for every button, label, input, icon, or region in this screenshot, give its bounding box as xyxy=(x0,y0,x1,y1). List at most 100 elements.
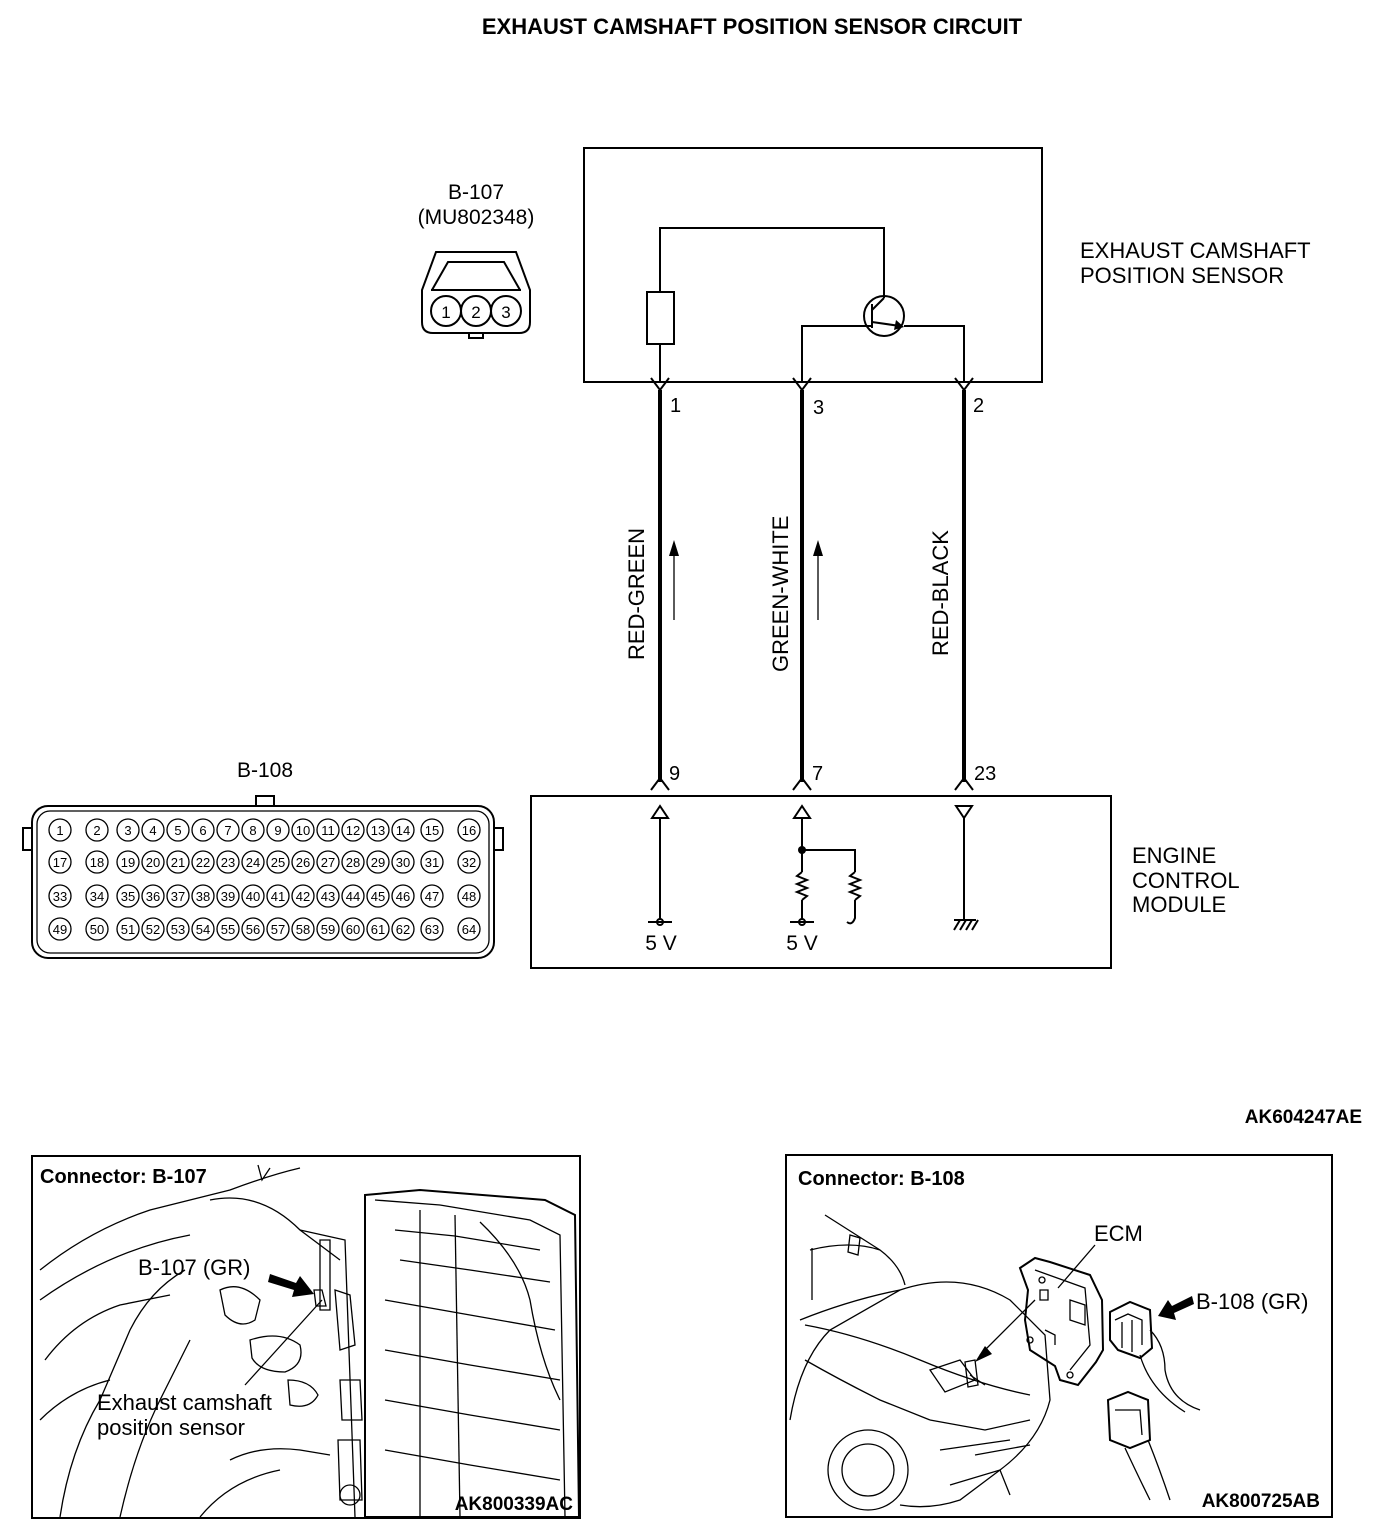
b108-pin-circle xyxy=(241,818,265,842)
sensor-label-line1: EXHAUST CAMSHAFT xyxy=(1080,238,1311,263)
b108-pin-16: 16 xyxy=(462,823,476,838)
b108-pin-circle xyxy=(457,850,481,874)
ecm-box xyxy=(530,795,1112,969)
wire-color-3: RED-BLACK xyxy=(928,530,953,656)
b108-pin-circle xyxy=(216,818,240,842)
sensor-pin-2: 2 xyxy=(973,395,984,417)
b108-pin-circle xyxy=(291,884,315,908)
b108-pin-circle xyxy=(341,917,365,941)
b108-pin-circle xyxy=(191,850,215,874)
b108-pin-7: 7 xyxy=(224,823,231,838)
b108-pin-32: 32 xyxy=(462,855,476,870)
panel-b108-ecm-label: ECM xyxy=(1094,1221,1143,1246)
b108-pin-45: 45 xyxy=(371,889,385,904)
b108-pin-circle xyxy=(391,917,415,941)
b108-pin-4: 4 xyxy=(149,823,156,838)
b108-pin-circle xyxy=(366,917,390,941)
panel-b107-sensor-line2: position sensor xyxy=(97,1415,245,1440)
b108-pin-27: 27 xyxy=(321,855,335,870)
panel-b108-title: Connector: B-108 xyxy=(798,1168,965,1190)
wire-harness xyxy=(650,377,974,791)
b108-pin-circle xyxy=(366,884,390,908)
ecm-pin-23: 23 xyxy=(974,763,996,785)
b108-pin-11: 11 xyxy=(321,823,335,838)
b108-pin-53: 53 xyxy=(171,922,185,937)
b108-pin-54: 54 xyxy=(196,922,210,937)
b108-pin-circle xyxy=(316,818,340,842)
b108-pin-circle xyxy=(48,850,72,874)
b108-pin-circle xyxy=(266,850,290,874)
b108-pin-circle xyxy=(316,884,340,908)
sensor-pin-1: 1 xyxy=(670,395,681,417)
b108-pin-circle xyxy=(241,884,265,908)
b108-pin-40: 40 xyxy=(246,889,260,904)
b108-pin-8: 8 xyxy=(249,823,256,838)
b108-pin-circle xyxy=(116,884,140,908)
b108-pin-55: 55 xyxy=(221,922,235,937)
b108-pin-circle xyxy=(85,917,109,941)
b108-pin-circle xyxy=(266,884,290,908)
b108-pin-circle xyxy=(457,917,481,941)
b108-pin-3: 3 xyxy=(124,823,131,838)
b108-pin-circle xyxy=(291,818,315,842)
b108-pin-12: 12 xyxy=(346,823,360,838)
b108-pin-14: 14 xyxy=(396,823,410,838)
b108-pin-19: 19 xyxy=(121,855,135,870)
ecm-pin-9: 9 xyxy=(669,763,680,785)
panel-b107-callout: B-107 (GR) xyxy=(138,1255,250,1280)
b108-pin-10: 10 xyxy=(296,823,310,838)
b108-pin-circle xyxy=(420,850,444,874)
b108-pin-circle xyxy=(166,850,190,874)
b108-pin-36: 36 xyxy=(146,889,160,904)
b107-pin-1: 1 xyxy=(441,303,450,322)
b108-pin-31: 31 xyxy=(425,855,439,870)
b108-pin-13: 13 xyxy=(371,823,385,838)
b108-pin-47: 47 xyxy=(425,889,439,904)
ecm-label-line3: MODULE xyxy=(1132,892,1226,917)
b108-pin-38: 38 xyxy=(196,889,210,904)
b108-pin-34: 34 xyxy=(90,889,104,904)
ecm-label-line1: ENGINE xyxy=(1132,843,1216,868)
b108-pin-circle xyxy=(166,884,190,908)
b107-pin-2: 2 xyxy=(471,303,480,322)
b108-pin-circle xyxy=(266,917,290,941)
b108-pin-circle xyxy=(241,850,265,874)
b108-pin-20: 20 xyxy=(146,855,160,870)
b108-pin-circle xyxy=(48,884,72,908)
b108-pin-circle xyxy=(457,884,481,908)
b108-pin-circle xyxy=(316,917,340,941)
b108-pin-49: 49 xyxy=(53,922,67,937)
b108-pin-30: 30 xyxy=(396,855,410,870)
b108-pin-46: 46 xyxy=(396,889,410,904)
b108-pin-circle xyxy=(166,917,190,941)
ecm-pin-7: 7 xyxy=(812,763,823,785)
b108-pin-43: 43 xyxy=(321,889,335,904)
b108-pin-circle xyxy=(216,917,240,941)
engine-bay-illustration xyxy=(39,1164,579,1517)
b108-pin-circle xyxy=(391,884,415,908)
b108-pin-24: 24 xyxy=(246,855,260,870)
b108-pin-17: 17 xyxy=(53,855,67,870)
sensor-label-line2: POSITION SENSOR xyxy=(1080,263,1284,288)
vehicle-illustration xyxy=(789,1214,1201,1511)
panel-b107-code: AK800339AC xyxy=(455,1494,574,1515)
b108-pin-circle xyxy=(291,917,315,941)
b108-pin-circle xyxy=(420,917,444,941)
b108-pin-35: 35 xyxy=(121,889,135,904)
b108-pin-48: 48 xyxy=(462,889,476,904)
b108-pin-circle xyxy=(191,818,215,842)
b108-pin-circle xyxy=(116,818,140,842)
b107-pin-3: 3 xyxy=(501,303,510,322)
b107-part-number: (MU802348) xyxy=(418,206,535,229)
b108-pin-2: 2 xyxy=(93,823,100,838)
b108-pin-42: 42 xyxy=(296,889,310,904)
b108-pin-circle xyxy=(48,917,72,941)
b108-pin-circle xyxy=(216,850,240,874)
wire-color-2: GREEN-WHITE xyxy=(768,516,793,672)
b108-pin-circle xyxy=(366,850,390,874)
b108-pin-56: 56 xyxy=(246,922,260,937)
b108-pin-circle xyxy=(216,884,240,908)
b108-pin-circle xyxy=(341,884,365,908)
